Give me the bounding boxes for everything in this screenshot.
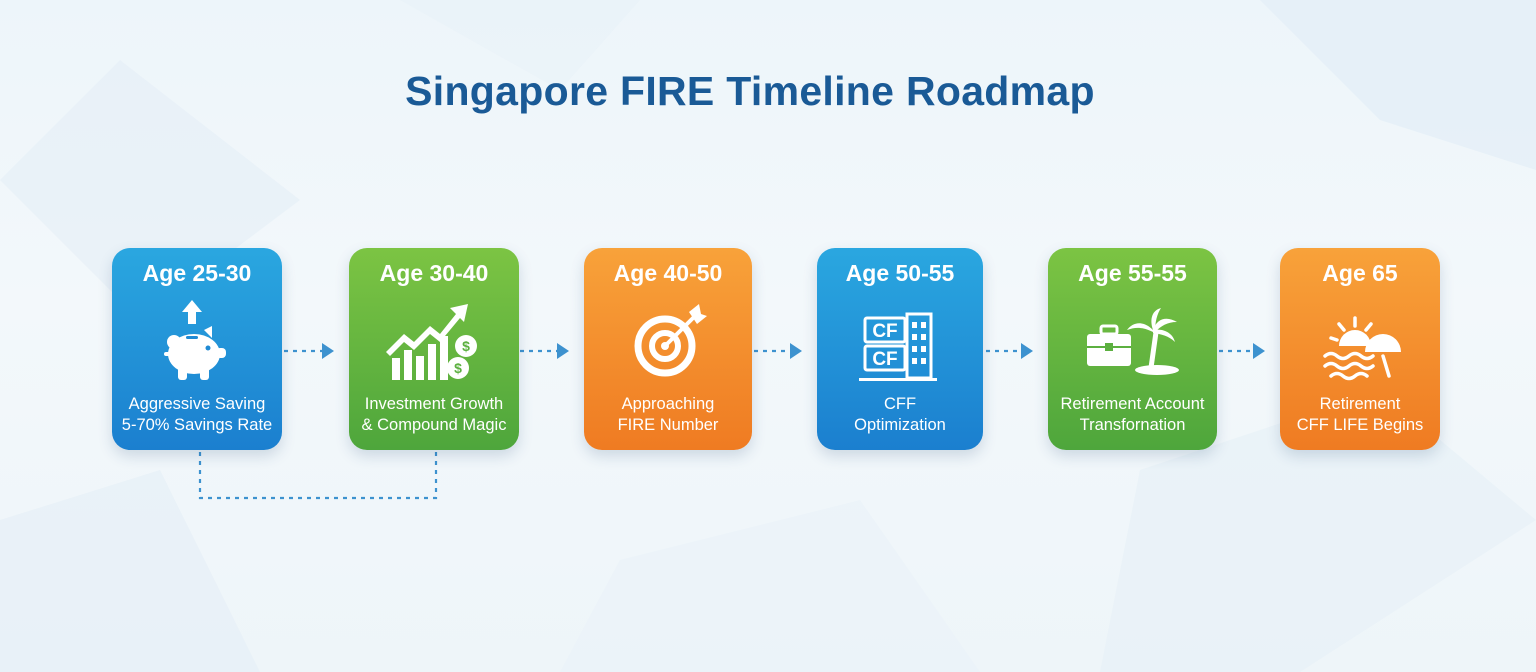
stage-description-line-1: CFF: [883, 395, 917, 413]
stage-card-5: Age 55-55 Retirement Account Transfornat…: [1048, 248, 1217, 450]
stage-card-6: Age 65 Retirement CFF LIFE Begins: [1280, 248, 1440, 450]
bracket-connector: [198, 452, 438, 500]
stage-description-line-2: Optimization: [854, 416, 946, 434]
cpf-building-icon: CF CF: [817, 296, 983, 386]
arrowhead-3: [790, 343, 802, 359]
stage-card-1: Age 25-30 Aggressive Saving 5-70% Saving…: [112, 248, 282, 450]
stage-description-line-1: Approaching: [621, 395, 715, 413]
stage-description-line-2: CFF LIFE Begins: [1296, 416, 1424, 434]
stage-card-4: Age 50-55 CF CF CFF Optim: [817, 248, 983, 450]
stage-description-line-2: 5-70% Savings Rate: [121, 416, 273, 434]
cpf-icon-text-top: CF: [872, 321, 897, 342]
svg-text:$: $: [462, 338, 470, 354]
stage-description-line-1: Retirement: [1319, 395, 1401, 413]
page-title: Singapore FIRE Timeline Roadmap: [405, 68, 1095, 114]
stage-card-2: Age 30-40 $ $ Investment Growth & Compou…: [349, 248, 519, 450]
cpf-icon-text-bottom: CF: [872, 349, 897, 370]
stage-description-line-2: FIRE Number: [617, 416, 719, 434]
stage-description-line-1: Retirement Account: [1060, 395, 1205, 413]
stage-description: Investment Growth & Compound Magic: [353, 394, 515, 436]
arrowhead-1: [322, 343, 334, 359]
stage-card-3: Age 40-50 Approaching FIRE Number: [584, 248, 752, 450]
stage-description: CFF Optimization: [821, 394, 979, 436]
stage-age: Age 50-55: [845, 260, 955, 286]
stage-age: Age 30-40: [379, 260, 489, 286]
target-icon: [584, 296, 752, 386]
stage-age: Age 65: [1322, 260, 1398, 286]
sunset-beach-icon: [1280, 296, 1440, 386]
stage-age: Age 40-50: [613, 260, 723, 286]
stage-age: Age 25-30: [142, 260, 252, 286]
stage-description-line-2: Transfornation: [1079, 416, 1186, 434]
stage-description-line-2: & Compound Magic: [361, 416, 507, 434]
arrowhead-4: [1021, 343, 1033, 359]
arrowhead-2: [557, 343, 569, 359]
arrowhead-5: [1253, 343, 1265, 359]
stage-age: Age 55-55: [1078, 260, 1187, 286]
stage-description: Approaching FIRE Number: [588, 394, 748, 436]
stage-description-line-1: Aggressive Saving: [128, 395, 266, 413]
stage-description-line-1: Investment Growth: [364, 395, 504, 413]
piggy-bank-icon: [112, 296, 282, 386]
stage-description: Aggressive Saving 5-70% Savings Rate: [116, 394, 278, 436]
stage-description: Retirement Account Transfornation: [1052, 394, 1213, 436]
growth-chart-icon: $ $: [349, 296, 519, 386]
briefcase-palm-icon: [1048, 296, 1217, 386]
stage-description: Retirement CFF LIFE Begins: [1284, 394, 1436, 436]
svg-text:$: $: [454, 360, 462, 376]
